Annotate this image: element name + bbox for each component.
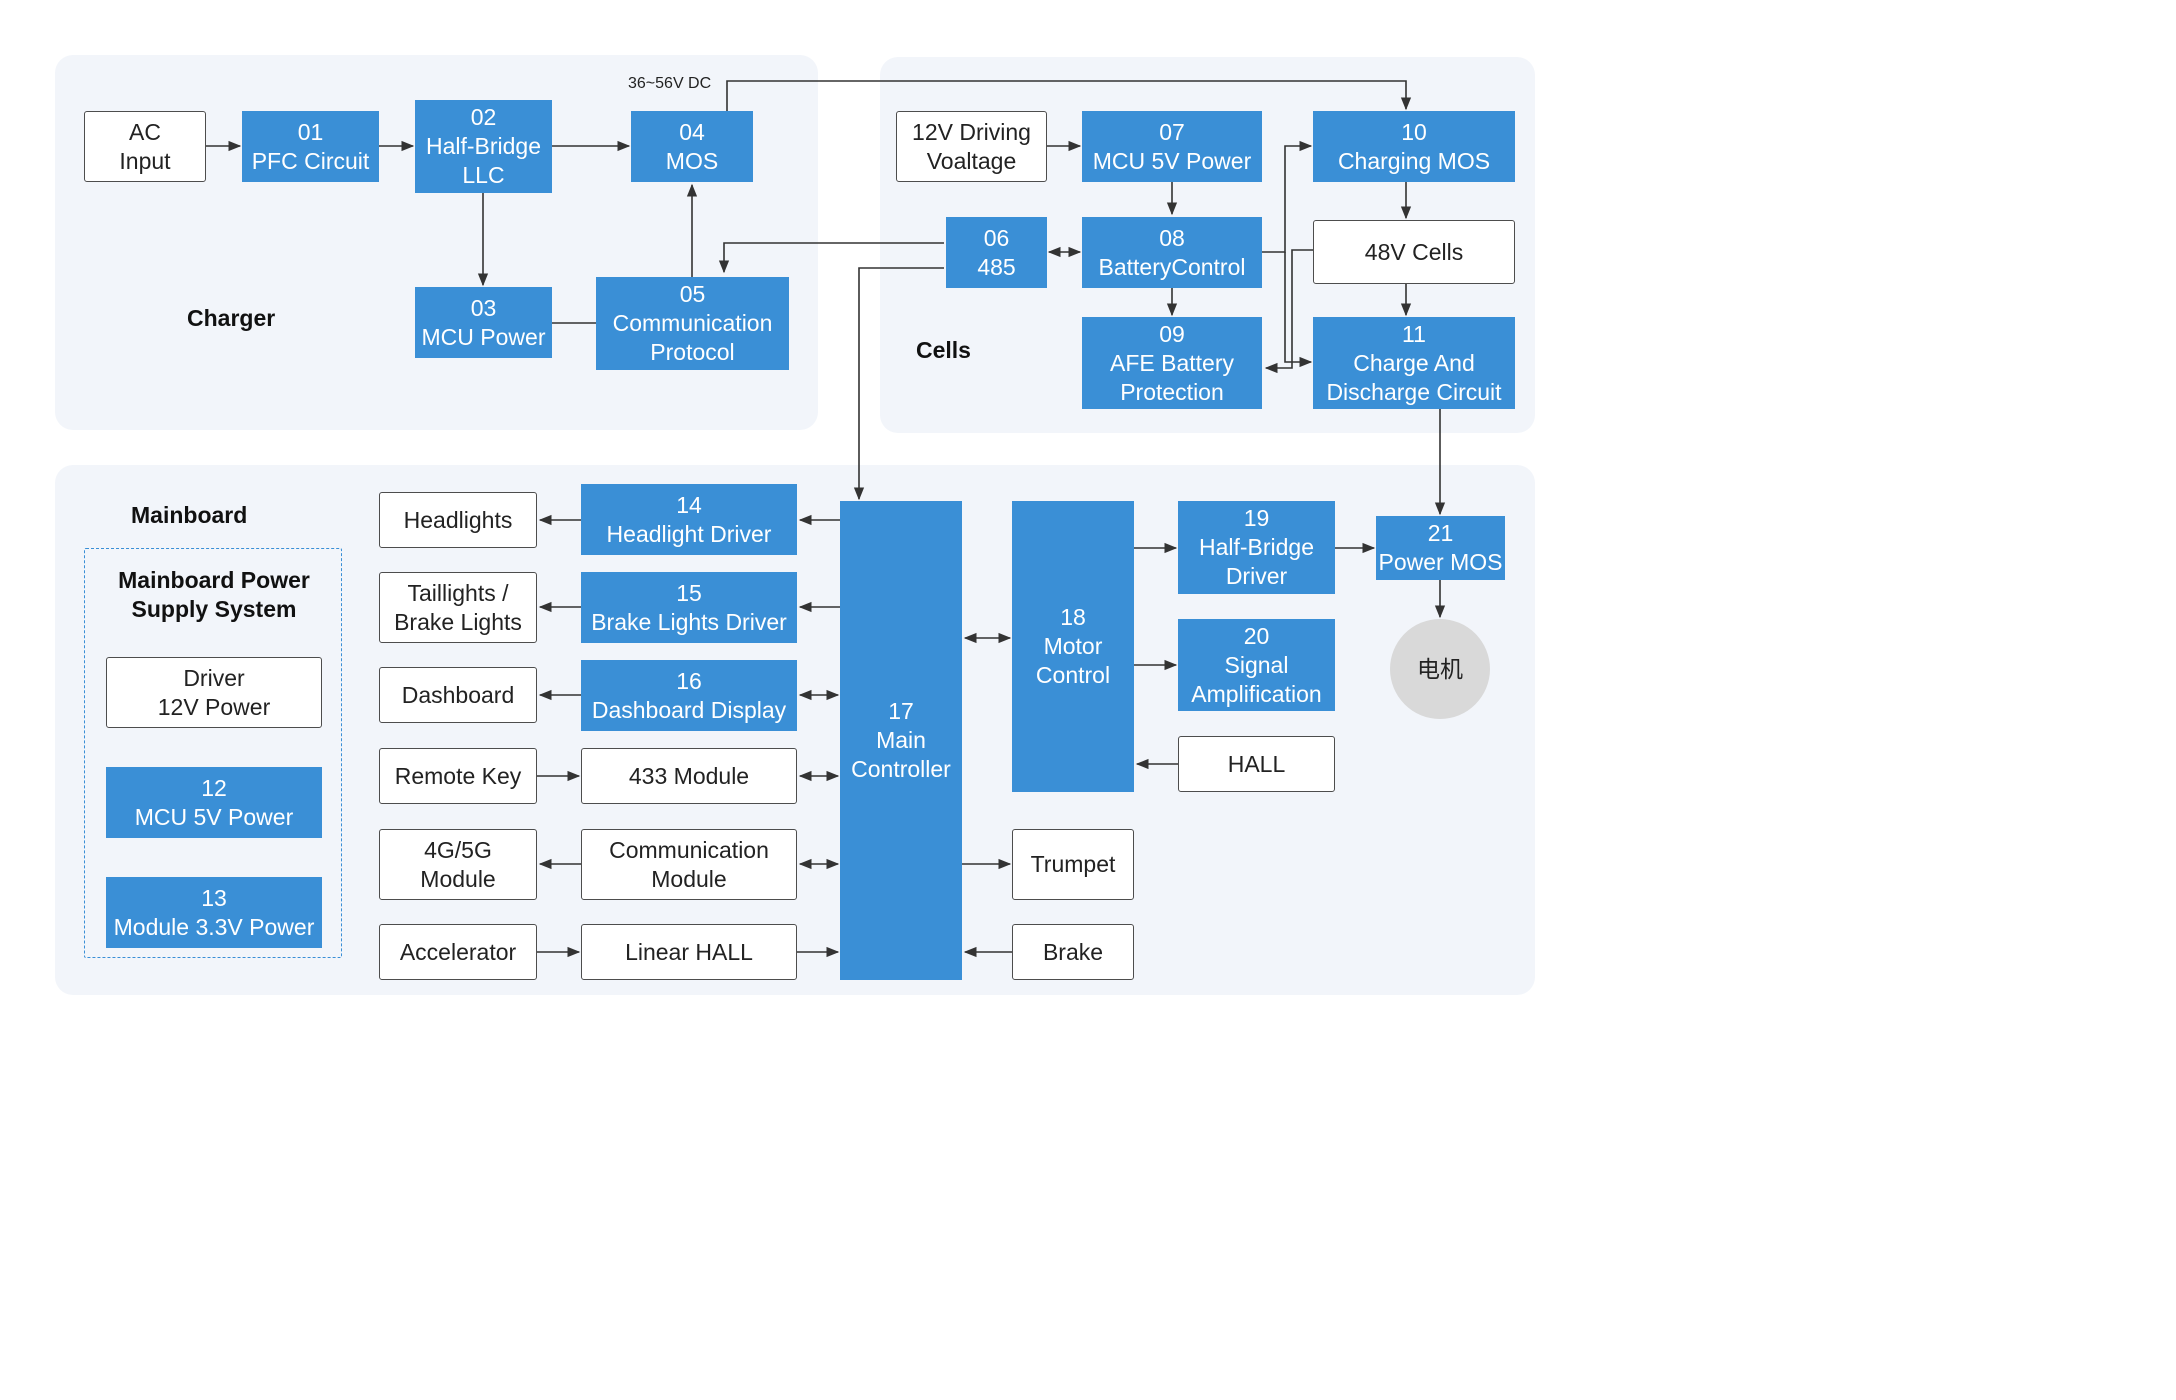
communication-module-block: Communication Module xyxy=(581,829,797,900)
4g-5g-module-block: 4G/5G Module xyxy=(379,829,537,900)
ac-input-block: AC Input xyxy=(84,111,206,182)
headlights-block: Headlights xyxy=(379,492,537,548)
accelerator-block: Accelerator xyxy=(379,924,537,980)
brake-block: Brake xyxy=(1012,924,1134,980)
battery-control-block: 08 BatteryControl xyxy=(1082,217,1262,288)
trumpet-block: Trumpet xyxy=(1012,829,1134,900)
taillights-block: Taillights / Brake Lights xyxy=(379,572,537,643)
afe-battery-protection-block: 09 AFE Battery Protection xyxy=(1082,317,1262,409)
charger-title: Charger xyxy=(187,305,276,331)
power-supply-title: Mainboard Power Supply System xyxy=(118,567,310,622)
linear-hall-block: Linear HALL xyxy=(581,924,797,980)
power-supply-group xyxy=(84,548,342,958)
brake-lights-driver-block: 15 Brake Lights Driver xyxy=(581,572,797,643)
half-bridge-llc-block: 02 Half-Bridge LLC xyxy=(415,100,552,193)
module-3v3-power-block: 13 Module 3.3V Power xyxy=(106,877,322,948)
cells-title: Cells xyxy=(916,337,971,363)
charge-discharge-circuit-block: 11 Charge And Discharge Circuit xyxy=(1313,317,1515,409)
rs485-block: 06 485 xyxy=(946,217,1047,288)
mcu-5v-power-supply-block: 12 MCU 5V Power xyxy=(106,767,322,838)
mainboard-title: Mainboard xyxy=(131,502,248,528)
hall-block: HALL xyxy=(1178,736,1335,792)
48v-cells-block: 48V Cells xyxy=(1313,220,1515,284)
motor-control-block: 18 Motor Control xyxy=(1012,501,1134,792)
mos-block: 04 MOS xyxy=(631,111,753,182)
mcu-power-block: 03 MCU Power xyxy=(415,287,552,358)
power-mos-block: 21 Power MOS xyxy=(1376,516,1505,580)
dashboard-block: Dashboard xyxy=(379,667,537,723)
dashboard-display-block: 16 Dashboard Display xyxy=(581,660,797,731)
main-controller-block: 17 Main Controller xyxy=(840,501,962,980)
voltage-note: 36~56V DC xyxy=(628,75,712,92)
remote-key-block: Remote Key xyxy=(379,748,537,804)
motor-circle: 电机 xyxy=(1390,619,1490,719)
driver-12v-power-block: Driver 12V Power xyxy=(106,657,322,728)
signal-amplification-block: 20 Signal Amplification xyxy=(1178,619,1335,711)
charging-mos-block: 10 Charging MOS xyxy=(1313,111,1515,182)
headlight-driver-block: 14 Headlight Driver xyxy=(581,484,797,555)
communication-protocol-block: 05 Communication Protocol xyxy=(596,277,789,370)
mcu-5v-power-block: 07 MCU 5V Power xyxy=(1082,111,1262,182)
pfc-circuit-block: 01 PFC Circuit xyxy=(242,111,379,182)
driving-voltage-block: 12V Driving Voaltage xyxy=(896,111,1047,182)
half-bridge-driver-block: 19 Half-Bridge Driver xyxy=(1178,501,1335,594)
block-diagram: Charger Cells Mainboard Mainboard Power … xyxy=(55,55,1535,995)
433-module-block: 433 Module xyxy=(581,748,797,804)
